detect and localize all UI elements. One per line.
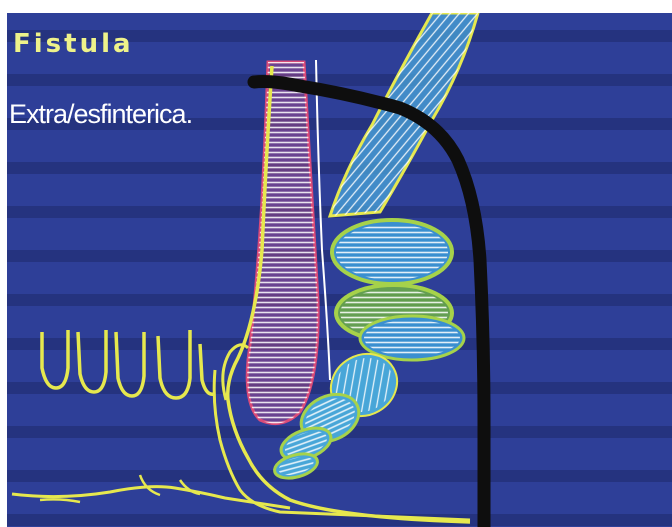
diagram-slide: Fistula Extra/esfinterica. — [7, 13, 672, 527]
slide-subtitle: Extra/esfinterica. — [9, 99, 192, 130]
slide-title: Fistula — [13, 29, 134, 59]
anal-canal-diagram — [7, 13, 672, 527]
